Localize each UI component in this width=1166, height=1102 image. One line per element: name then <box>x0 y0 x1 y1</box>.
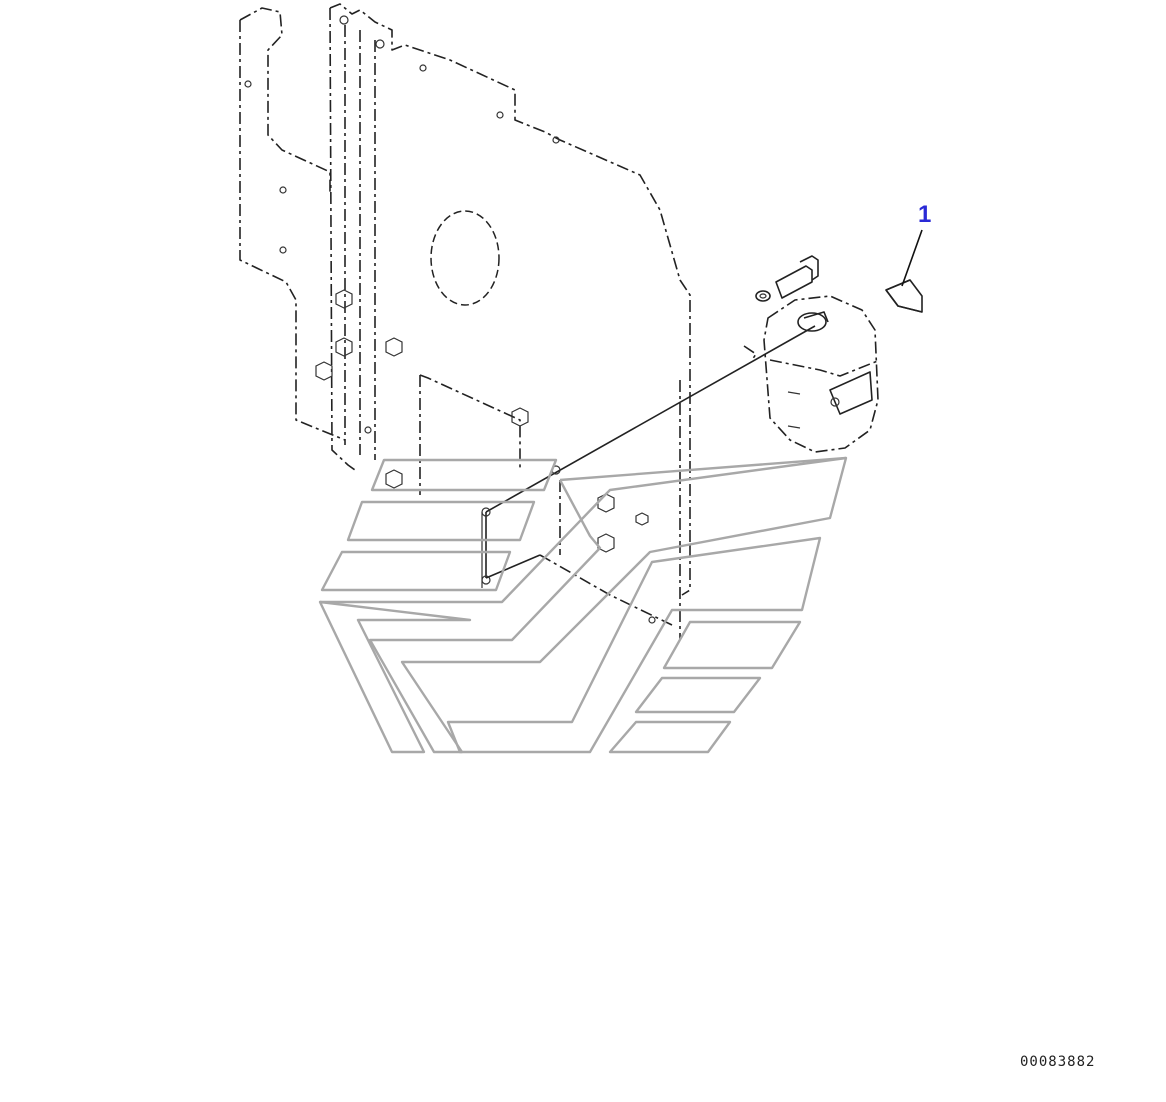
lower-bracket <box>419 374 673 626</box>
label-decal <box>885 279 923 313</box>
callout-1-label: 1 <box>918 201 931 228</box>
bolt-and-washer <box>755 255 819 302</box>
callout-1[interactable]: 1 <box>901 201 931 287</box>
mounting-nuts <box>315 289 649 553</box>
stripe-decal-set <box>318 456 848 754</box>
side-cover-plate <box>239 7 346 441</box>
callout-1-leader <box>901 229 923 287</box>
assembly-lines <box>481 325 816 588</box>
washer-tank <box>763 295 881 453</box>
engine-hood-panel <box>329 3 691 640</box>
document-number: 00083882 <box>1020 1054 1095 1070</box>
